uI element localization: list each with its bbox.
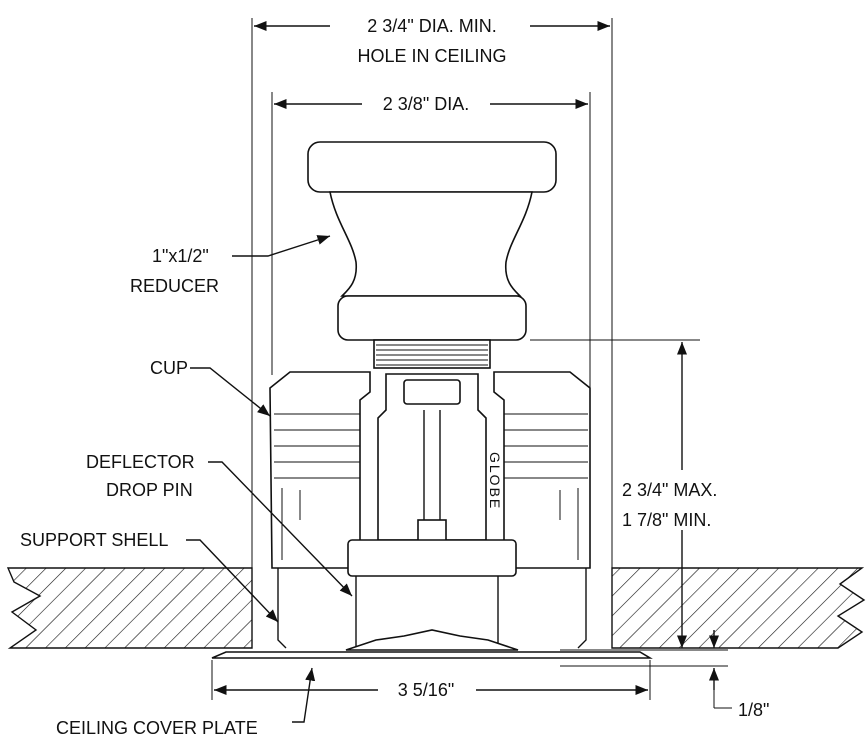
threads — [373, 339, 491, 369]
brand-mark: GLOBE — [487, 452, 503, 510]
ceiling-cover-plate — [211, 651, 653, 659]
cover-plate-diameter-label: 3 5/16" — [398, 680, 454, 700]
extension-lines — [211, 18, 728, 700]
height-max-label: 2 3/4" MAX. — [622, 480, 717, 500]
deflector — [345, 629, 519, 651]
reducer-size-label: 1"x1/2" — [152, 246, 209, 266]
leader-lines — [186, 235, 353, 723]
deflector-label: DEFLECTOR — [86, 452, 195, 472]
dimension-lines — [214, 20, 732, 709]
ceiling-left — [6, 567, 253, 649]
hole-diameter-label: 2 3/4" DIA. MIN. — [367, 16, 496, 36]
support-shell-label: SUPPORT SHELL — [20, 530, 168, 550]
support-shell — [277, 568, 587, 649]
drop-pin-label: DROP PIN — [106, 480, 193, 500]
cup-diameter-label: 2 3/8" DIA. — [383, 94, 469, 114]
cup — [269, 371, 591, 569]
ceiling-cover-plate-label: CEILING COVER PLATE — [56, 718, 258, 738]
sprinkler-body: GLOBE — [347, 373, 517, 577]
cup-label: CUP — [150, 358, 188, 378]
height-min-label: 1 7/8" MIN. — [622, 510, 711, 530]
hole-in-ceiling-label: HOLE IN CEILING — [357, 46, 506, 66]
reducer — [307, 141, 557, 341]
plate-gap-label: 1/8" — [738, 700, 769, 720]
ceiling-right — [611, 567, 866, 649]
reducer-label: REDUCER — [130, 276, 219, 296]
